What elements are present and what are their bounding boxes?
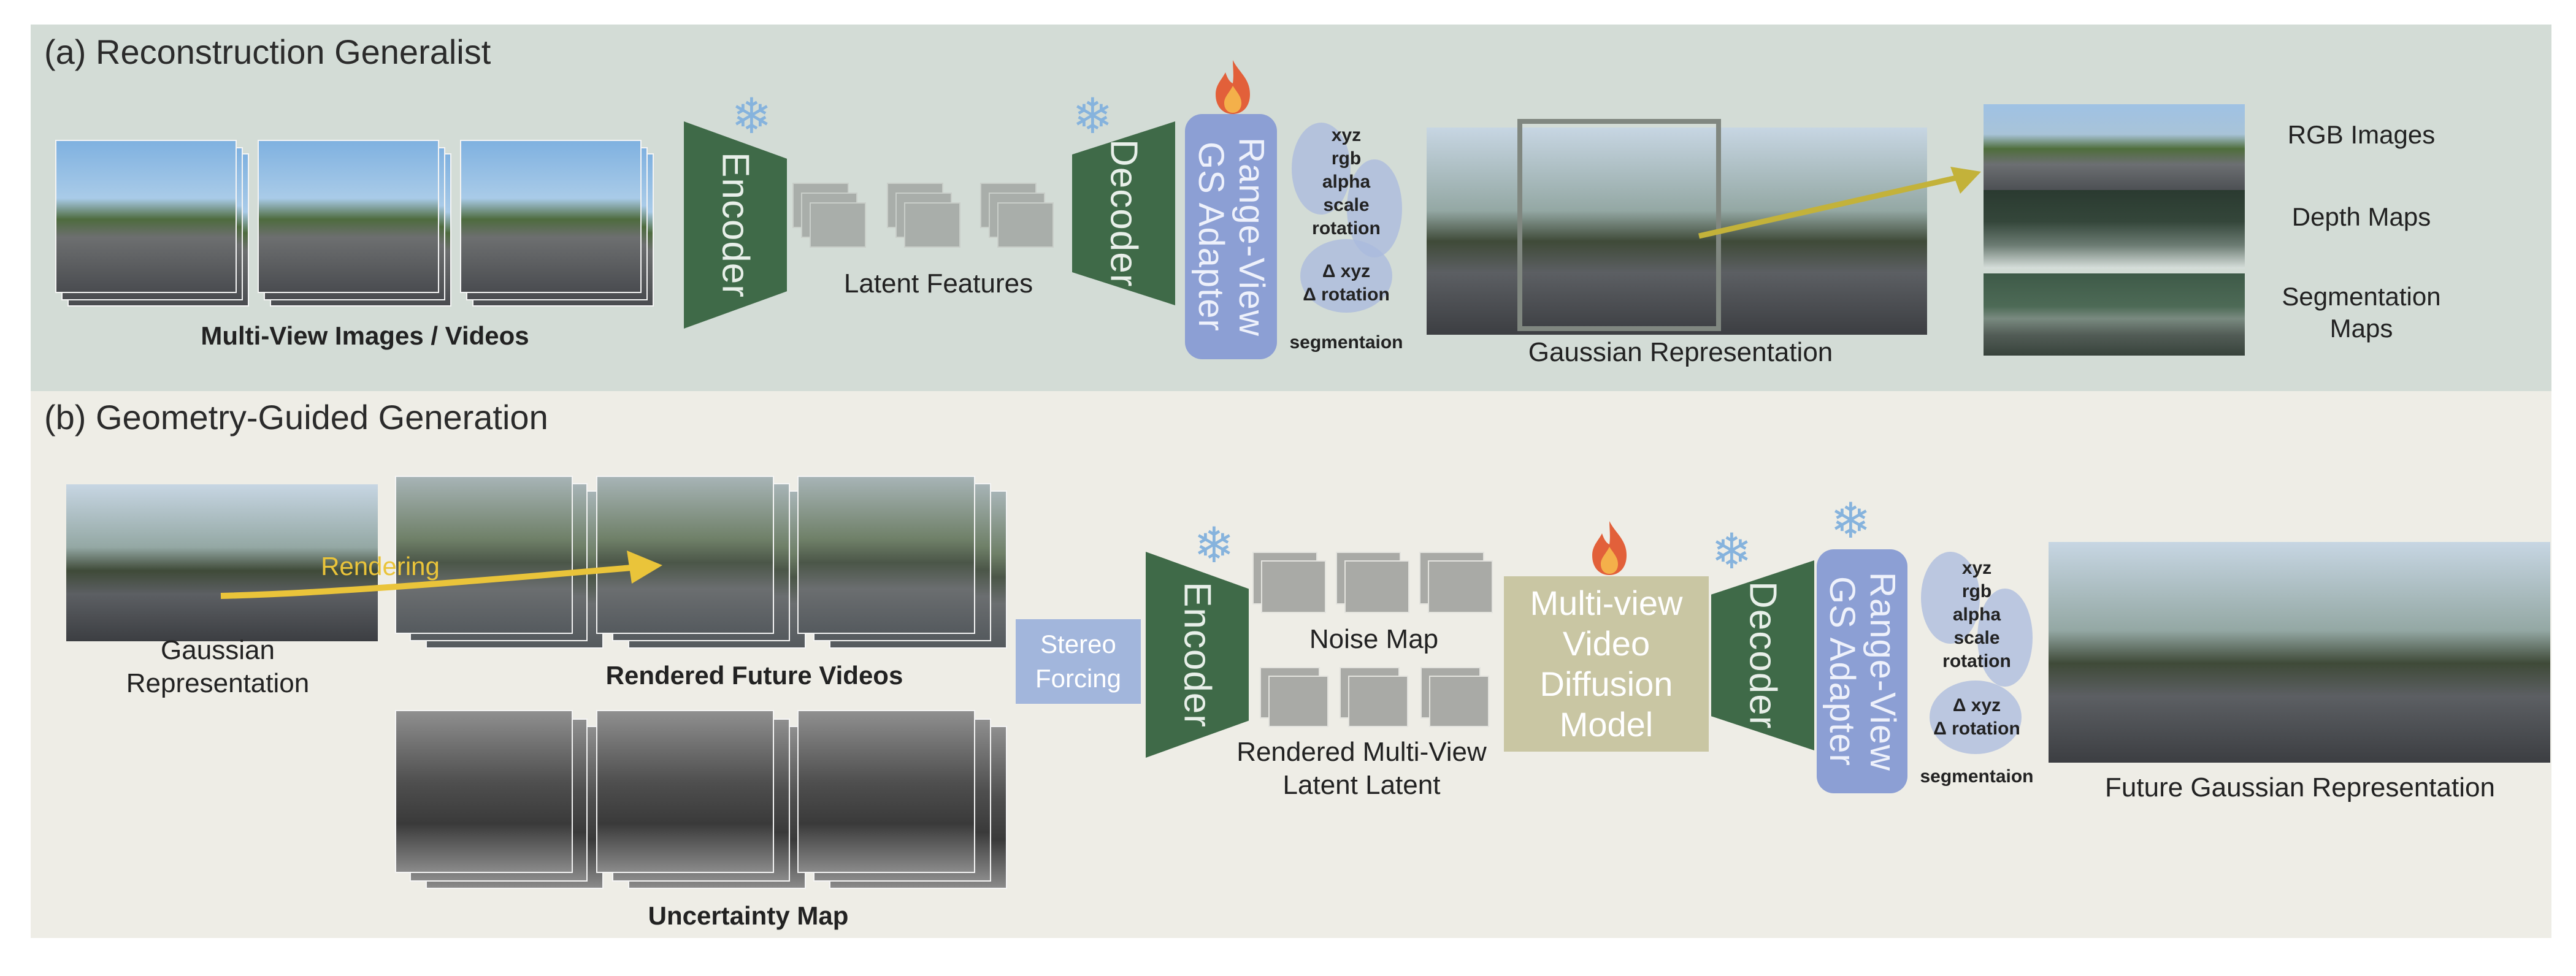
attr-blob	[1930, 681, 2022, 754]
flame-icon	[1592, 521, 1627, 575]
panel-b-title: (b) Geometry-Guided Generation	[44, 398, 548, 437]
rendered-frame	[596, 476, 774, 634]
uncertainty-frame	[596, 710, 774, 873]
view-frame	[258, 140, 439, 293]
future-gaussian-label: Future Gaussian Representation	[2105, 772, 2495, 803]
attr-seg: segmentaion	[1289, 332, 1403, 353]
camera-frustum-box	[1517, 119, 1721, 331]
attr-blob	[1292, 123, 1351, 215]
view-frame	[460, 140, 642, 293]
rgb-output	[1984, 104, 2245, 190]
decoder-block: Decoder	[1711, 560, 1814, 750]
depth-output	[1984, 190, 2245, 269]
depth-maps-label: Depth Maps	[2291, 202, 2431, 231]
noise-map-label: Noise Map	[1309, 624, 1439, 654]
gaussian-scene	[1427, 128, 1927, 335]
gaussian-input-scene	[66, 484, 378, 641]
encoder-label: Encoder	[1176, 582, 1219, 728]
attr-blob	[1300, 239, 1392, 313]
encoder-label: Encoder	[714, 152, 757, 298]
gaussian-label: Gaussian Representation	[1528, 337, 1833, 367]
decoder-label: Decoder	[1102, 139, 1145, 288]
rendered-videos-label: Rendered Future Videos	[605, 661, 903, 690]
view-frame	[55, 140, 237, 293]
snowflake-icon: ❄	[1194, 518, 1235, 573]
decoder-block: Decoder	[1072, 121, 1175, 305]
snowflake-icon: ❄	[1830, 494, 1872, 548]
attr-blob	[1977, 589, 2033, 687]
snowflake-icon: ❄	[1072, 89, 1114, 143]
rendered-latent-tile	[1348, 676, 1408, 727]
panel-a-title: (a) Reconstruction Generalist	[44, 32, 491, 71]
future-gaussian-scene	[2049, 542, 2550, 763]
uncertainty-label: Uncertainty Map	[648, 901, 849, 930]
uncertainty-frame	[395, 710, 573, 873]
flame-icon	[1216, 60, 1250, 114]
latent-tile	[904, 202, 960, 248]
attr-seg: segmentaion	[1920, 766, 2034, 787]
noise-tile	[1261, 560, 1326, 613]
latent-label: Latent Features	[843, 269, 1033, 299]
uncertainty-frame	[797, 710, 975, 873]
snowflake-icon: ❄	[731, 89, 773, 143]
noise-tile	[1344, 560, 1409, 613]
rendered-latent-tile	[1429, 676, 1489, 727]
rendered-frame	[395, 476, 573, 634]
noise-tile	[1428, 560, 1493, 613]
encoder-block: Encoder	[1146, 552, 1249, 758]
multiview-label: Multi-View Images / Videos	[201, 321, 529, 350]
latent-tile	[997, 202, 1054, 248]
attr-blob	[1921, 552, 1980, 644]
output-arrow	[1698, 167, 1981, 239]
rendered-frame	[797, 476, 975, 634]
rendering-label: Rendering	[321, 552, 440, 581]
rendering-arrow	[220, 551, 662, 599]
snowflake-icon: ❄	[1711, 524, 1753, 579]
rendered-latent-tile	[1268, 676, 1328, 727]
segmentation-output	[1984, 273, 2245, 356]
rgb-images-label: RGB Images	[2287, 120, 2436, 149]
decoder-label: Decoder	[1741, 581, 1784, 730]
encoder-block: Encoder	[684, 121, 787, 329]
latent-tile	[810, 202, 866, 248]
